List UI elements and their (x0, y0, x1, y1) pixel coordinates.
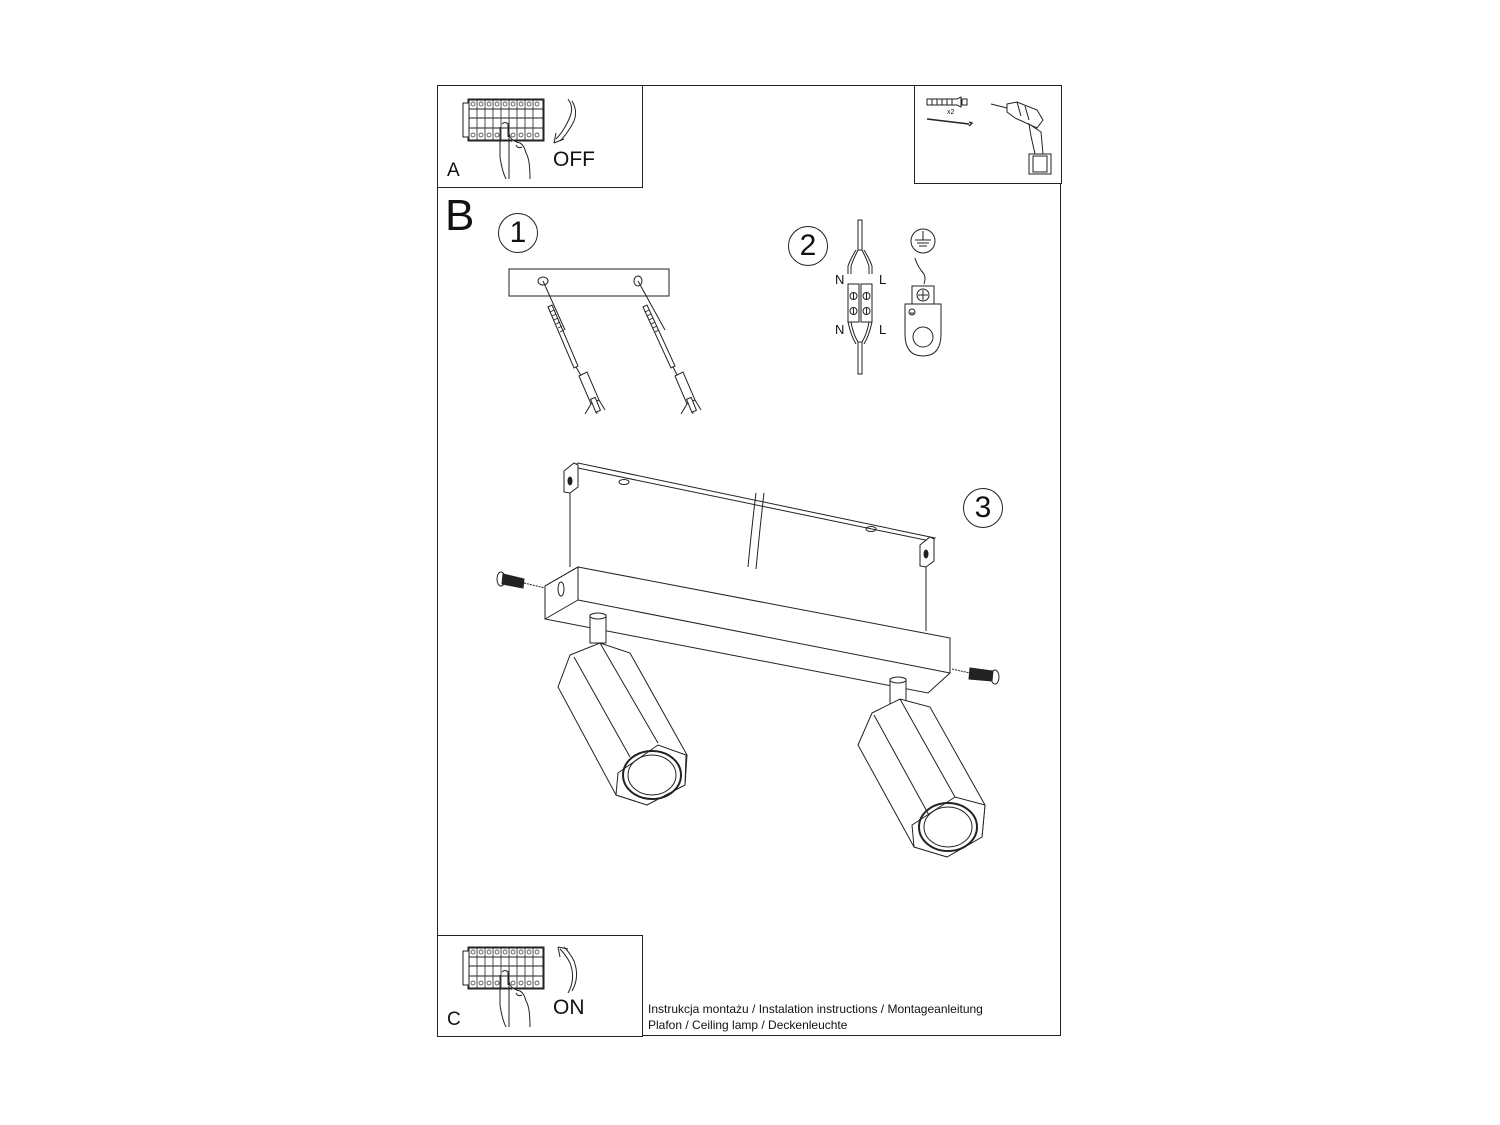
footer-product-line: Plafon / Ceiling lamp / Deckenleuchte (648, 1018, 848, 1032)
screw-icon (925, 117, 973, 127)
step-c-letter: C (447, 1009, 461, 1030)
wire-label-n-bottom: N (835, 322, 845, 337)
step-b-letter: B (445, 191, 475, 240)
circuit-breaker-off-icon (460, 97, 610, 187)
substep-1-number: 1 (498, 213, 538, 253)
wire-label-n-top: N (835, 272, 845, 287)
ground-terminal-icon (900, 226, 950, 361)
substep-3-number: 3 (963, 488, 1003, 528)
wiring-connection-icon (835, 218, 895, 378)
wire-label-l-top: L (879, 272, 887, 287)
cordless-drill-icon (985, 98, 1060, 178)
instruction-sheet-frame (437, 85, 1061, 1036)
circuit-breaker-on-icon (460, 945, 610, 1035)
document-footer: Instrukcja montażu / Instalation instruc… (648, 1001, 983, 1033)
mounting-bracket-drill-icon (505, 266, 680, 421)
substep-2-number: 2 (788, 226, 828, 266)
step-c-on-label: ON (553, 996, 585, 1019)
step-a-letter: A (447, 160, 460, 181)
lamp-assembly-icon (490, 455, 1020, 855)
step-a-off-label: OFF (553, 148, 595, 171)
quantity-label: x2 (947, 109, 955, 116)
footer-title-line: Instrukcja montażu / Instalation instruc… (648, 1002, 983, 1016)
wall-plug-icon (925, 96, 970, 108)
wire-label-l-bottom: L (879, 322, 887, 337)
